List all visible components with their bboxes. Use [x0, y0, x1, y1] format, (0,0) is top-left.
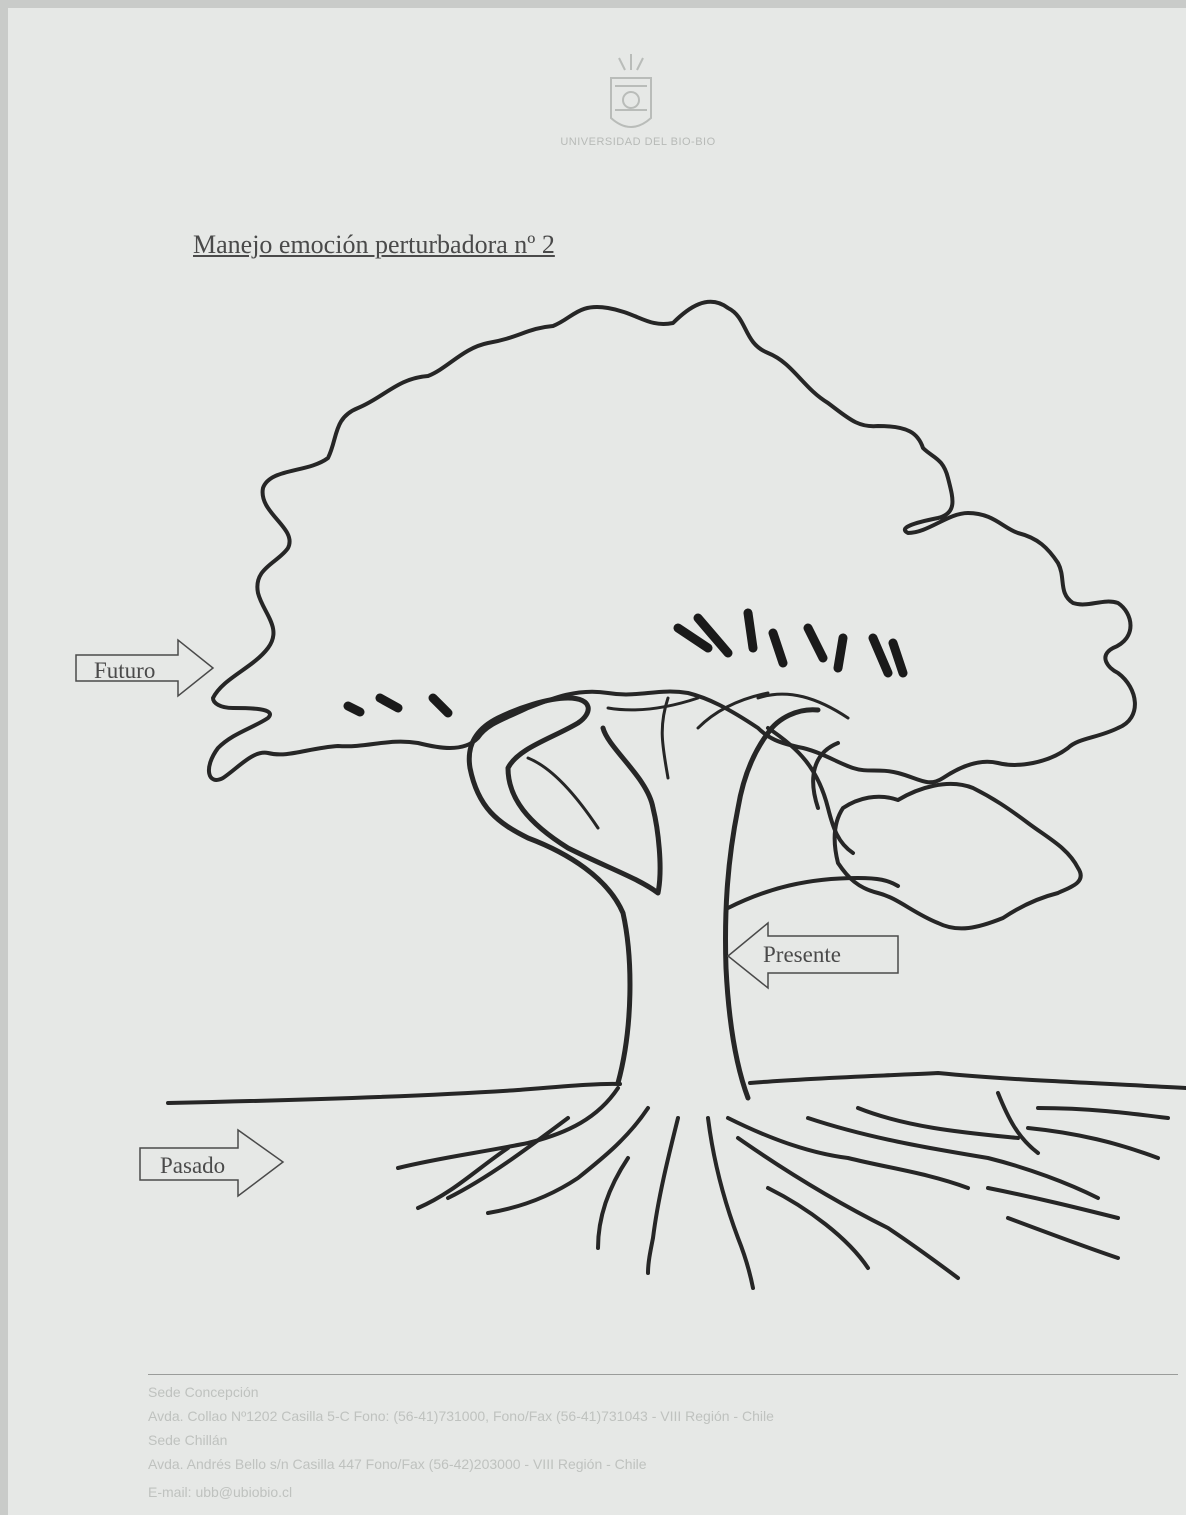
footer-email: E-mail: ubb@ubiobio.cl: [148, 1484, 293, 1500]
footer: Sede Concepción Avda. Collao Nº1202 Casi…: [148, 1380, 1178, 1504]
futuro-arrow: [75, 638, 215, 698]
footer-sede2-address: Avda. Andrés Bello s/n Casilla 447 Fono/…: [148, 1456, 647, 1472]
tree-trunk: [466, 695, 663, 1086]
footer-sede1-name: Sede Concepción: [148, 1384, 259, 1400]
tree-canopy-clump: [832, 781, 1083, 931]
university-logo: [610, 54, 652, 128]
footer-sede2-name: Sede Chillán: [148, 1432, 228, 1448]
presente-label: Presente: [763, 942, 841, 967]
presente-arrow: [726, 921, 899, 990]
tree-drawing: [75, 299, 1186, 1290]
futuro-label: Futuro: [94, 658, 156, 683]
footer-sede1-address: Avda. Collao Nº1202 Casilla 5-C Fono: (5…: [148, 1408, 774, 1424]
tree-roots: [396, 1086, 1170, 1290]
ground-line: [166, 1071, 1186, 1105]
pasado-label: Pasado: [160, 1153, 226, 1178]
document-page: UNIVERSIDAD DEL BIO-BIO Manejo emoción p…: [8, 8, 1186, 1515]
university-name: UNIVERSIDAD DEL BIO-BIO: [560, 136, 716, 148]
pasado-arrow: [139, 1128, 285, 1198]
footer-divider: [148, 1374, 1178, 1375]
page-title: Manejo emoción perturbadora nº 2: [193, 230, 555, 259]
